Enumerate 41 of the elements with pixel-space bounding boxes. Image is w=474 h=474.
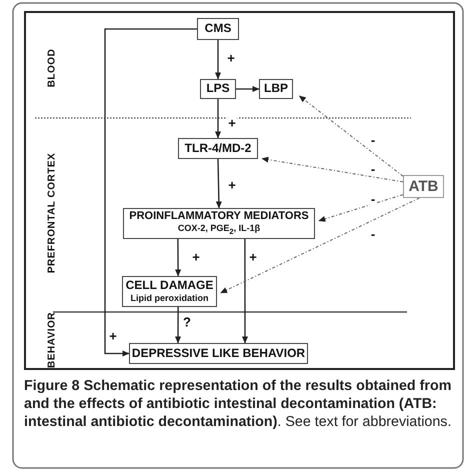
process-box — [122, 276, 217, 307]
node-subtitle: COX-2, PGE$_{2}$, IL-1β — [178, 223, 260, 237]
zone-label: BEHAVIOR — [46, 312, 58, 368]
process-box — [200, 79, 236, 99]
edge-label: + — [227, 178, 237, 192]
process-box — [123, 208, 315, 239]
process-box — [178, 138, 258, 159]
outcome-box — [129, 343, 308, 364]
node-title: LPS — [206, 82, 230, 96]
edge-label: ? — [182, 316, 192, 328]
edge-label: + — [248, 250, 258, 264]
node-title: DEPRESSIVE LIKE BEHAVIOR — [132, 346, 306, 360]
figure-caption: Figure 8 Schematic representation of the results obtained from and the effects of antibiotic intestinal decontamination (ATB: intestinal antibiotic decontamination). See text for abbreviations. — [24, 377, 452, 432]
node-title: CELL DAMAGE — [126, 279, 214, 294]
edge-label: + — [191, 250, 201, 264]
inhibition-arrow — [220, 198, 420, 294]
arrow — [216, 158, 222, 208]
arrow — [215, 99, 221, 138]
inhibition-arrow — [261, 156, 404, 182]
node-title: LBP — [264, 82, 288, 96]
edge-label: + — [108, 330, 118, 342]
arrow — [242, 239, 248, 344]
arrow — [175, 239, 182, 276]
node-title: TLR-4/MD-2 — [184, 142, 252, 156]
zone-label: BLOOD — [46, 48, 58, 88]
zone-label: PREFRONTAL CORTEX — [46, 152, 58, 274]
inhibition-arrow — [298, 95, 404, 177]
node-subtitle: Lipid peroxidation — [130, 293, 208, 304]
inhibition-arrow — [318, 194, 404, 222]
edge-label: + — [226, 52, 236, 64]
edge-label: + — [227, 116, 237, 130]
process-box — [197, 18, 239, 40]
arrow — [175, 307, 182, 344]
arrow — [236, 86, 260, 92]
arrow — [104, 28, 197, 356]
process-box — [259, 79, 293, 99]
node-title: CMS — [204, 22, 232, 36]
process-box — [403, 175, 444, 198]
arrow — [215, 40, 221, 80]
node-title: PROINFLAMMATORY MEDIATORS — [129, 210, 309, 224]
node-title: ATB — [408, 178, 438, 196]
